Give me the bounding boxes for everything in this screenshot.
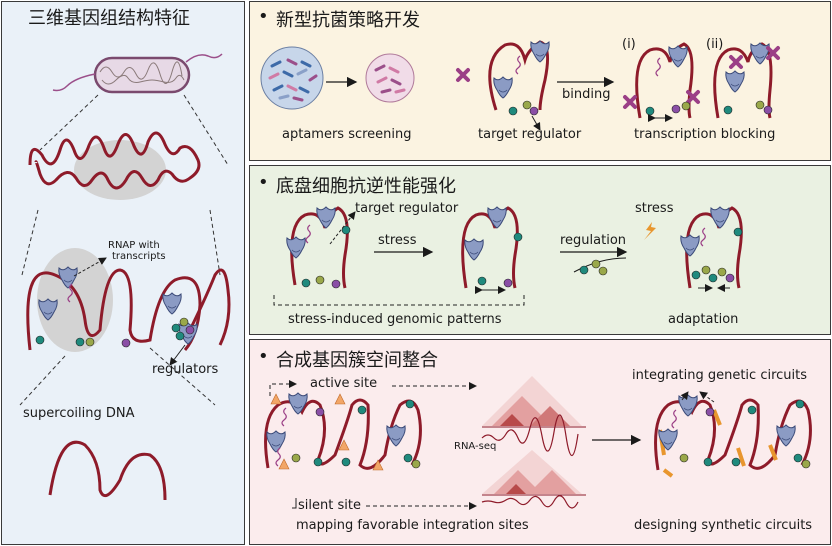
aptamer-library xyxy=(260,46,324,110)
p1-title: 新型抗菌策略开发 xyxy=(276,10,420,31)
stress-arrow-label: stress xyxy=(378,233,417,248)
p2-title: 底盘细胞抗逆性能强化 xyxy=(276,176,456,197)
supercoiling-label: supercoiling DNA xyxy=(23,406,135,421)
selected-aptamers xyxy=(365,53,415,103)
rnaseq-label: RNA-seq xyxy=(454,441,497,452)
active-site-label: active site xyxy=(310,376,378,391)
designing-label: designing synthetic circuits xyxy=(634,518,813,533)
aptamers-label: aptamers screening xyxy=(282,127,412,142)
bacterium-cell xyxy=(52,53,223,94)
stress-top-label: stress xyxy=(635,201,674,216)
p3-bullet: • xyxy=(258,346,269,367)
mapping-label: mapping favorable integration sites xyxy=(296,518,529,533)
hic-map-silent xyxy=(482,450,586,496)
integrating-label: integrating genetic circuits xyxy=(632,368,808,383)
rnap-label: RNAP with xyxy=(108,240,160,251)
target-regulator-label: target regulator xyxy=(478,127,582,142)
option-i-label: (i) xyxy=(622,37,636,52)
regulators-label: regulators xyxy=(152,362,219,377)
option-ii-label: (ii) xyxy=(706,37,724,52)
p1-bullet: • xyxy=(258,6,269,27)
rnap-label-2: transcripts xyxy=(112,251,166,262)
panel-gene-cluster-integration xyxy=(249,339,831,545)
patterns-label: stress-induced genomic patterns xyxy=(288,312,502,327)
p2-bullet: • xyxy=(258,172,269,193)
binding-label: binding xyxy=(562,87,611,102)
blocking-label: transcription blocking xyxy=(634,127,776,142)
hic-map-active xyxy=(482,376,586,428)
p2-target-label: target regulator xyxy=(355,201,459,216)
p3-title: 合成基因簇空间整合 xyxy=(276,350,438,371)
regulation-label: regulation xyxy=(560,233,627,248)
left-title: 三维基因组结构特征 xyxy=(28,8,190,29)
adaptation-label: adaptation xyxy=(668,312,739,327)
silent-site-label: silent site xyxy=(298,498,361,513)
